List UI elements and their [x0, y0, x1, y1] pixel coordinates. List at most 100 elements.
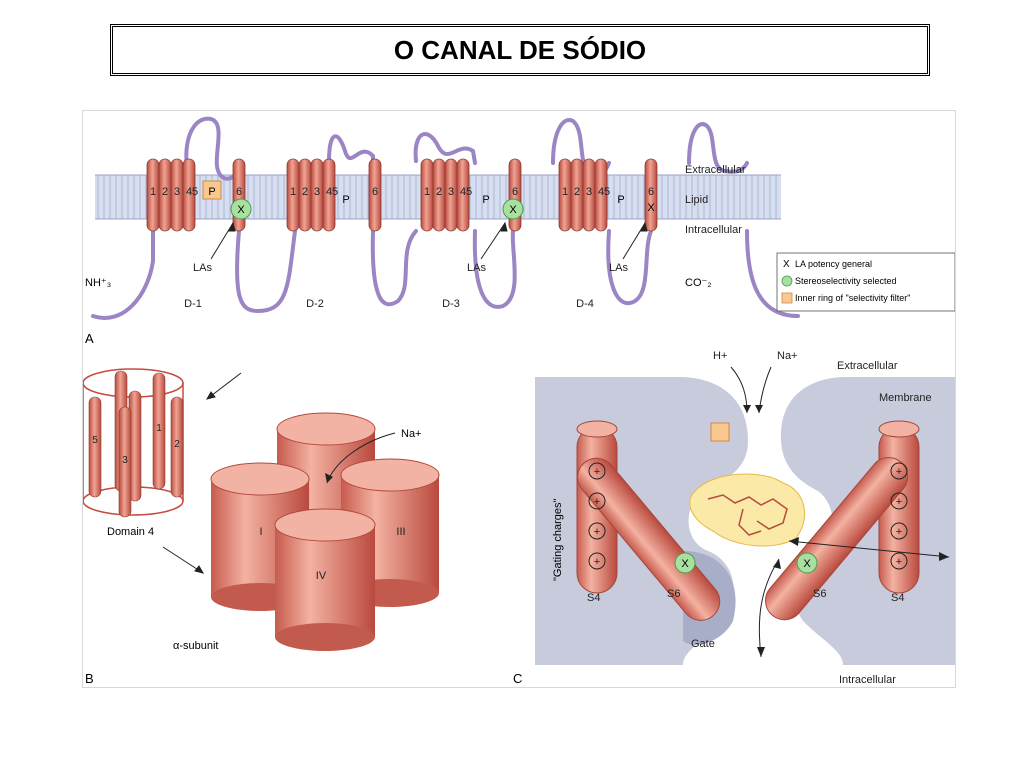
domain-4-cylinder: 5 3 1 2 [82, 368, 184, 518]
svg-text:+: + [594, 556, 600, 568]
svg-text:5: 5 [332, 186, 338, 198]
svg-text:3: 3 [314, 186, 320, 198]
svg-text:+: + [896, 556, 902, 568]
svg-text:I: I [259, 526, 262, 538]
svg-text:D-4: D-4 [576, 298, 594, 310]
svg-text:5: 5 [466, 186, 472, 198]
x-mark-left: X [681, 558, 689, 570]
panel-b-arrows [162, 372, 242, 574]
legend-la-potency: LA potency general [795, 259, 872, 269]
stereoselectivity-site [230, 198, 252, 220]
domain-4-label: Domain 4 [107, 526, 154, 538]
svg-text:3: 3 [174, 186, 180, 198]
alpha-subunit-cylinders [210, 412, 440, 651]
slide-title-box: O CANAL DE SÓDIO [110, 24, 930, 76]
drug-structure [707, 494, 788, 536]
legend-x-symbol: X [783, 259, 790, 270]
sodium-channel-figure: 1 2 3 4 5 6 1 2 3 4 5 6 1 2 3 4 5 6 1 2 … [82, 110, 956, 688]
s6-helix-right [765, 457, 909, 621]
svg-text:2: 2 [174, 439, 180, 450]
svg-text:S6: S6 [667, 588, 680, 600]
p-label: P [617, 194, 624, 206]
svg-text:1: 1 [424, 186, 430, 198]
svg-text:Gate: Gate [691, 638, 715, 650]
svg-text:D-3: D-3 [442, 298, 460, 310]
svg-text:+: + [594, 496, 600, 508]
svg-text:Intracellular: Intracellular [685, 224, 742, 236]
legend-stereoselectivity: Stereoselectivity selected [795, 276, 897, 286]
svg-text:5: 5 [92, 435, 98, 446]
domain-d3-helices [420, 158, 522, 232]
legend-orange-square [781, 292, 793, 304]
stereoselectivity-site-right [796, 552, 818, 574]
svg-text:LAs: LAs [193, 262, 212, 274]
n-terminus-label: NH⁺₃ [85, 277, 111, 289]
svg-text:IV: IV [316, 570, 327, 582]
svg-text:1: 1 [562, 186, 568, 198]
legend-filter-ring: Inner ring of "selectivity filter" [795, 293, 910, 303]
svg-text:LAs: LAs [609, 262, 628, 274]
peptide-loop [91, 116, 800, 320]
domain-labels: D-1 D-2 D-3 D-4 [184, 298, 594, 310]
svg-text:LAs: LAs [467, 262, 486, 274]
svg-text:6: 6 [648, 186, 654, 198]
svg-text:+: + [594, 526, 600, 538]
panel-b-label: B [85, 671, 94, 686]
svg-text:1: 1 [156, 423, 162, 434]
svg-text:+: + [896, 496, 902, 508]
svg-text:D-2: D-2 [306, 298, 324, 310]
svg-text:III: III [396, 526, 405, 538]
svg-text:2: 2 [162, 186, 168, 198]
svg-text:S6: S6 [813, 588, 826, 600]
stereoselectivity-site-left [674, 552, 696, 574]
gating-charges-label: "Gating charges" [552, 498, 564, 581]
p-label: P [208, 186, 215, 198]
svg-text:+: + [594, 466, 600, 478]
svg-text:+: + [896, 466, 902, 478]
la-arrows [210, 221, 648, 260]
svg-text:6: 6 [512, 186, 518, 198]
x-mark-right: X [803, 558, 811, 570]
svg-text:Intracellular: Intracellular [839, 674, 896, 686]
svg-text:D-1: D-1 [184, 298, 202, 310]
svg-text:4: 4 [186, 186, 192, 198]
gating-charges-left: + + + + [588, 462, 606, 570]
svg-text:S4: S4 [891, 592, 904, 604]
s6-helix-left [577, 457, 721, 621]
filter-ring-marker-c [710, 422, 730, 442]
legend-green-circle [781, 275, 793, 287]
svg-text:2: 2 [302, 186, 308, 198]
svg-text:2: 2 [436, 186, 442, 198]
slide-title: O CANAL DE SÓDIO [393, 34, 647, 65]
domain-numerals: I III IV [259, 526, 405, 582]
svg-text:Lipid: Lipid [685, 194, 708, 206]
segment-numbers: 1 2 3 4 5 6 1 2 3 4 5 6 1 2 3 4 5 6 1 2 … [150, 186, 654, 198]
panel-b: 5 3 1 2 Domain 4 [82, 368, 440, 686]
svg-text:4: 4 [460, 186, 466, 198]
gating-charges-right: + + + + [890, 462, 908, 570]
membrane-region-labels: Extracellular Lipid Intracellular [685, 164, 746, 236]
panel-a-legend: X LA potency general Stereoselectivity s… [776, 252, 956, 312]
x-mark: X [647, 202, 655, 214]
svg-text:S4: S4 [587, 592, 600, 604]
panel-c: + + + + + + + + X X [513, 350, 955, 686]
domain-d4-helices [558, 158, 658, 232]
svg-text:5: 5 [604, 186, 610, 198]
svg-text:3: 3 [448, 186, 454, 198]
panel-a: 1 2 3 4 5 6 1 2 3 4 5 6 1 2 3 4 5 6 1 2 … [85, 116, 956, 346]
domain-d2-helices [286, 158, 382, 232]
svg-text:4: 4 [326, 186, 332, 198]
la-labels: LAs LAs LAs [193, 262, 628, 274]
svg-text:H+: H+ [713, 350, 727, 362]
panel-c-label: C [513, 671, 522, 686]
svg-text:Extracellular: Extracellular [837, 360, 898, 372]
panel-c-labels: H+ Na+ Extracellular Membrane S4 S6 S6 S… [587, 350, 932, 686]
svg-text:2: 2 [574, 186, 580, 198]
p-label: P [482, 194, 489, 206]
panel-a-label: A [85, 331, 94, 346]
sodium-channel-diagram: 1 2 3 4 5 6 1 2 3 4 5 6 1 2 3 4 5 6 1 2 … [82, 116, 956, 686]
na-label-b: Na+ [401, 428, 422, 440]
svg-text:Na+: Na+ [777, 350, 798, 362]
svg-text:3: 3 [586, 186, 592, 198]
svg-text:Extracellular: Extracellular [685, 164, 746, 176]
